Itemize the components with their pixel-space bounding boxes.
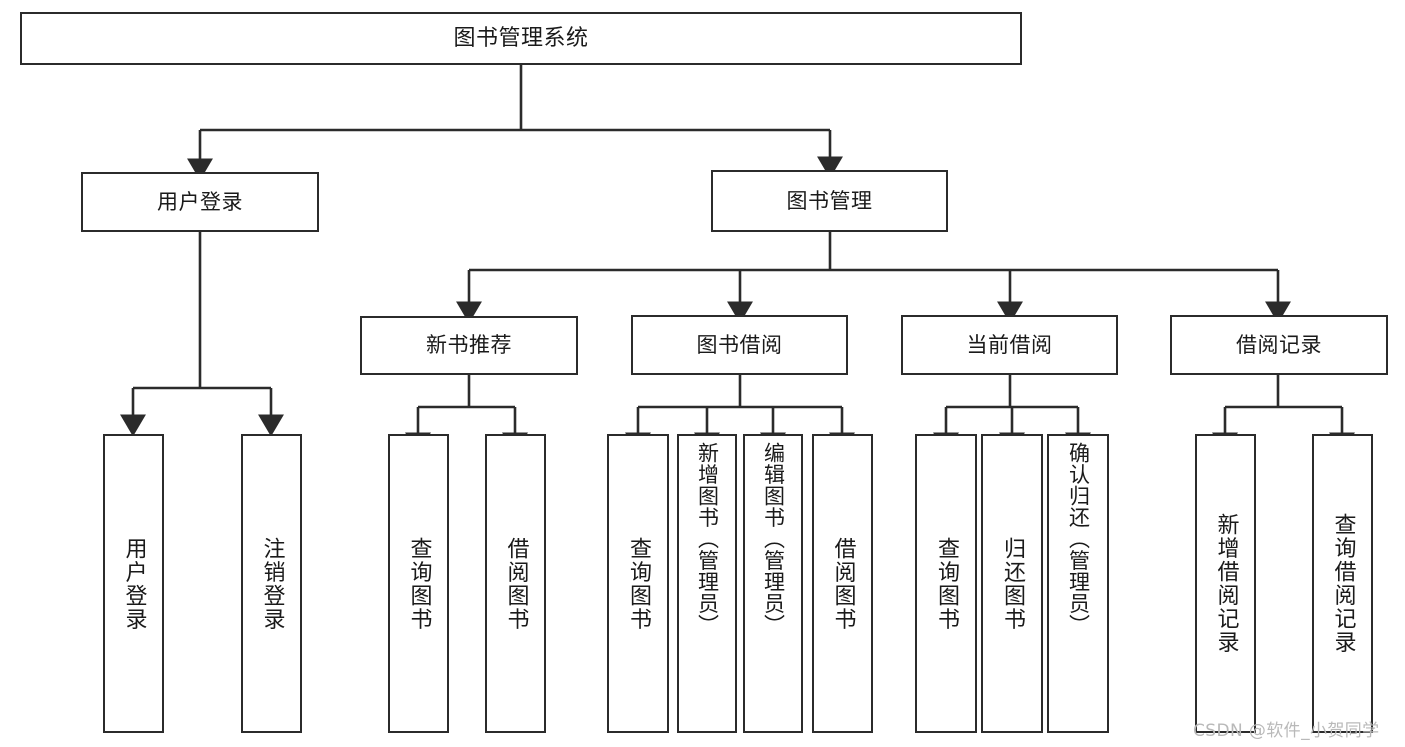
leaf-user-login[interactable]: 用户登录: [103, 434, 164, 733]
leaf-bb-query-book[interactable]: 查询图书: [607, 434, 669, 733]
leaf-nb-query-book-label: 查询图书: [406, 536, 432, 631]
node-user-login[interactable]: 用户登录: [81, 172, 319, 232]
leaf-bb-edit-book[interactable]: 编辑图书（管理员）: [743, 434, 803, 733]
node-borrow-record[interactable]: 借阅记录: [1170, 315, 1388, 375]
node-book-borrow[interactable]: 图书借阅: [631, 315, 848, 375]
leaf-cb-query-book[interactable]: 查询图书: [915, 434, 977, 733]
leaf-br-query-record-label: 查询借阅记录: [1330, 513, 1356, 654]
leaf-nb-borrow-book-label: 借阅图书: [503, 536, 529, 631]
leaf-cb-return-book[interactable]: 归还图书: [981, 434, 1043, 733]
leaf-bb-add-book-label: 新增图书（管理员）: [695, 442, 720, 636]
leaf-cb-confirm-return-label: 确认归还（管理员）: [1066, 442, 1091, 636]
node-current-borrow-label: 当前借阅: [966, 332, 1053, 357]
leaf-nb-query-book[interactable]: 查询图书: [388, 434, 449, 733]
node-user-login-label: 用户登录: [157, 189, 243, 214]
leaf-nb-borrow-book[interactable]: 借阅图书: [485, 434, 546, 733]
leaf-user-login-label: 用户登录: [121, 536, 147, 631]
csdn-watermark: CSDN @软件_小贺同学: [1193, 721, 1380, 741]
node-new-book-recommend-label: 新书推荐: [426, 333, 512, 358]
node-book-management-label: 图书管理: [786, 188, 873, 213]
leaf-br-add-record[interactable]: 新增借阅记录: [1195, 434, 1256, 733]
leaf-bb-add-book[interactable]: 新增图书（管理员）: [677, 434, 737, 733]
leaf-br-add-record-label: 新增借阅记录: [1213, 513, 1239, 654]
node-book-management[interactable]: 图书管理: [711, 170, 948, 232]
node-current-borrow[interactable]: 当前借阅: [901, 315, 1118, 375]
leaf-bb-borrow-book-label: 借阅图书: [830, 536, 856, 631]
node-book-borrow-label: 图书借阅: [696, 332, 783, 357]
leaf-logout-label: 注销登录: [259, 536, 285, 631]
node-borrow-record-label: 借阅记录: [1236, 332, 1322, 357]
leaf-bb-query-book-label: 查询图书: [626, 536, 651, 631]
node-root[interactable]: 图书管理系统: [20, 12, 1022, 65]
leaf-bb-edit-book-label: 编辑图书（管理员）: [761, 442, 786, 636]
leaf-br-query-record[interactable]: 查询借阅记录: [1312, 434, 1373, 733]
leaf-logout[interactable]: 注销登录: [241, 434, 302, 733]
node-new-book-recommend[interactable]: 新书推荐: [360, 316, 578, 375]
leaf-bb-borrow-book[interactable]: 借阅图书: [812, 434, 873, 733]
node-root-label: 图书管理系统: [453, 25, 589, 51]
leaf-cb-confirm-return[interactable]: 确认归还（管理员）: [1047, 434, 1109, 733]
leaf-cb-return-book-label: 归还图书: [1000, 536, 1025, 631]
leaf-cb-query-book-label: 查询图书: [934, 536, 959, 631]
